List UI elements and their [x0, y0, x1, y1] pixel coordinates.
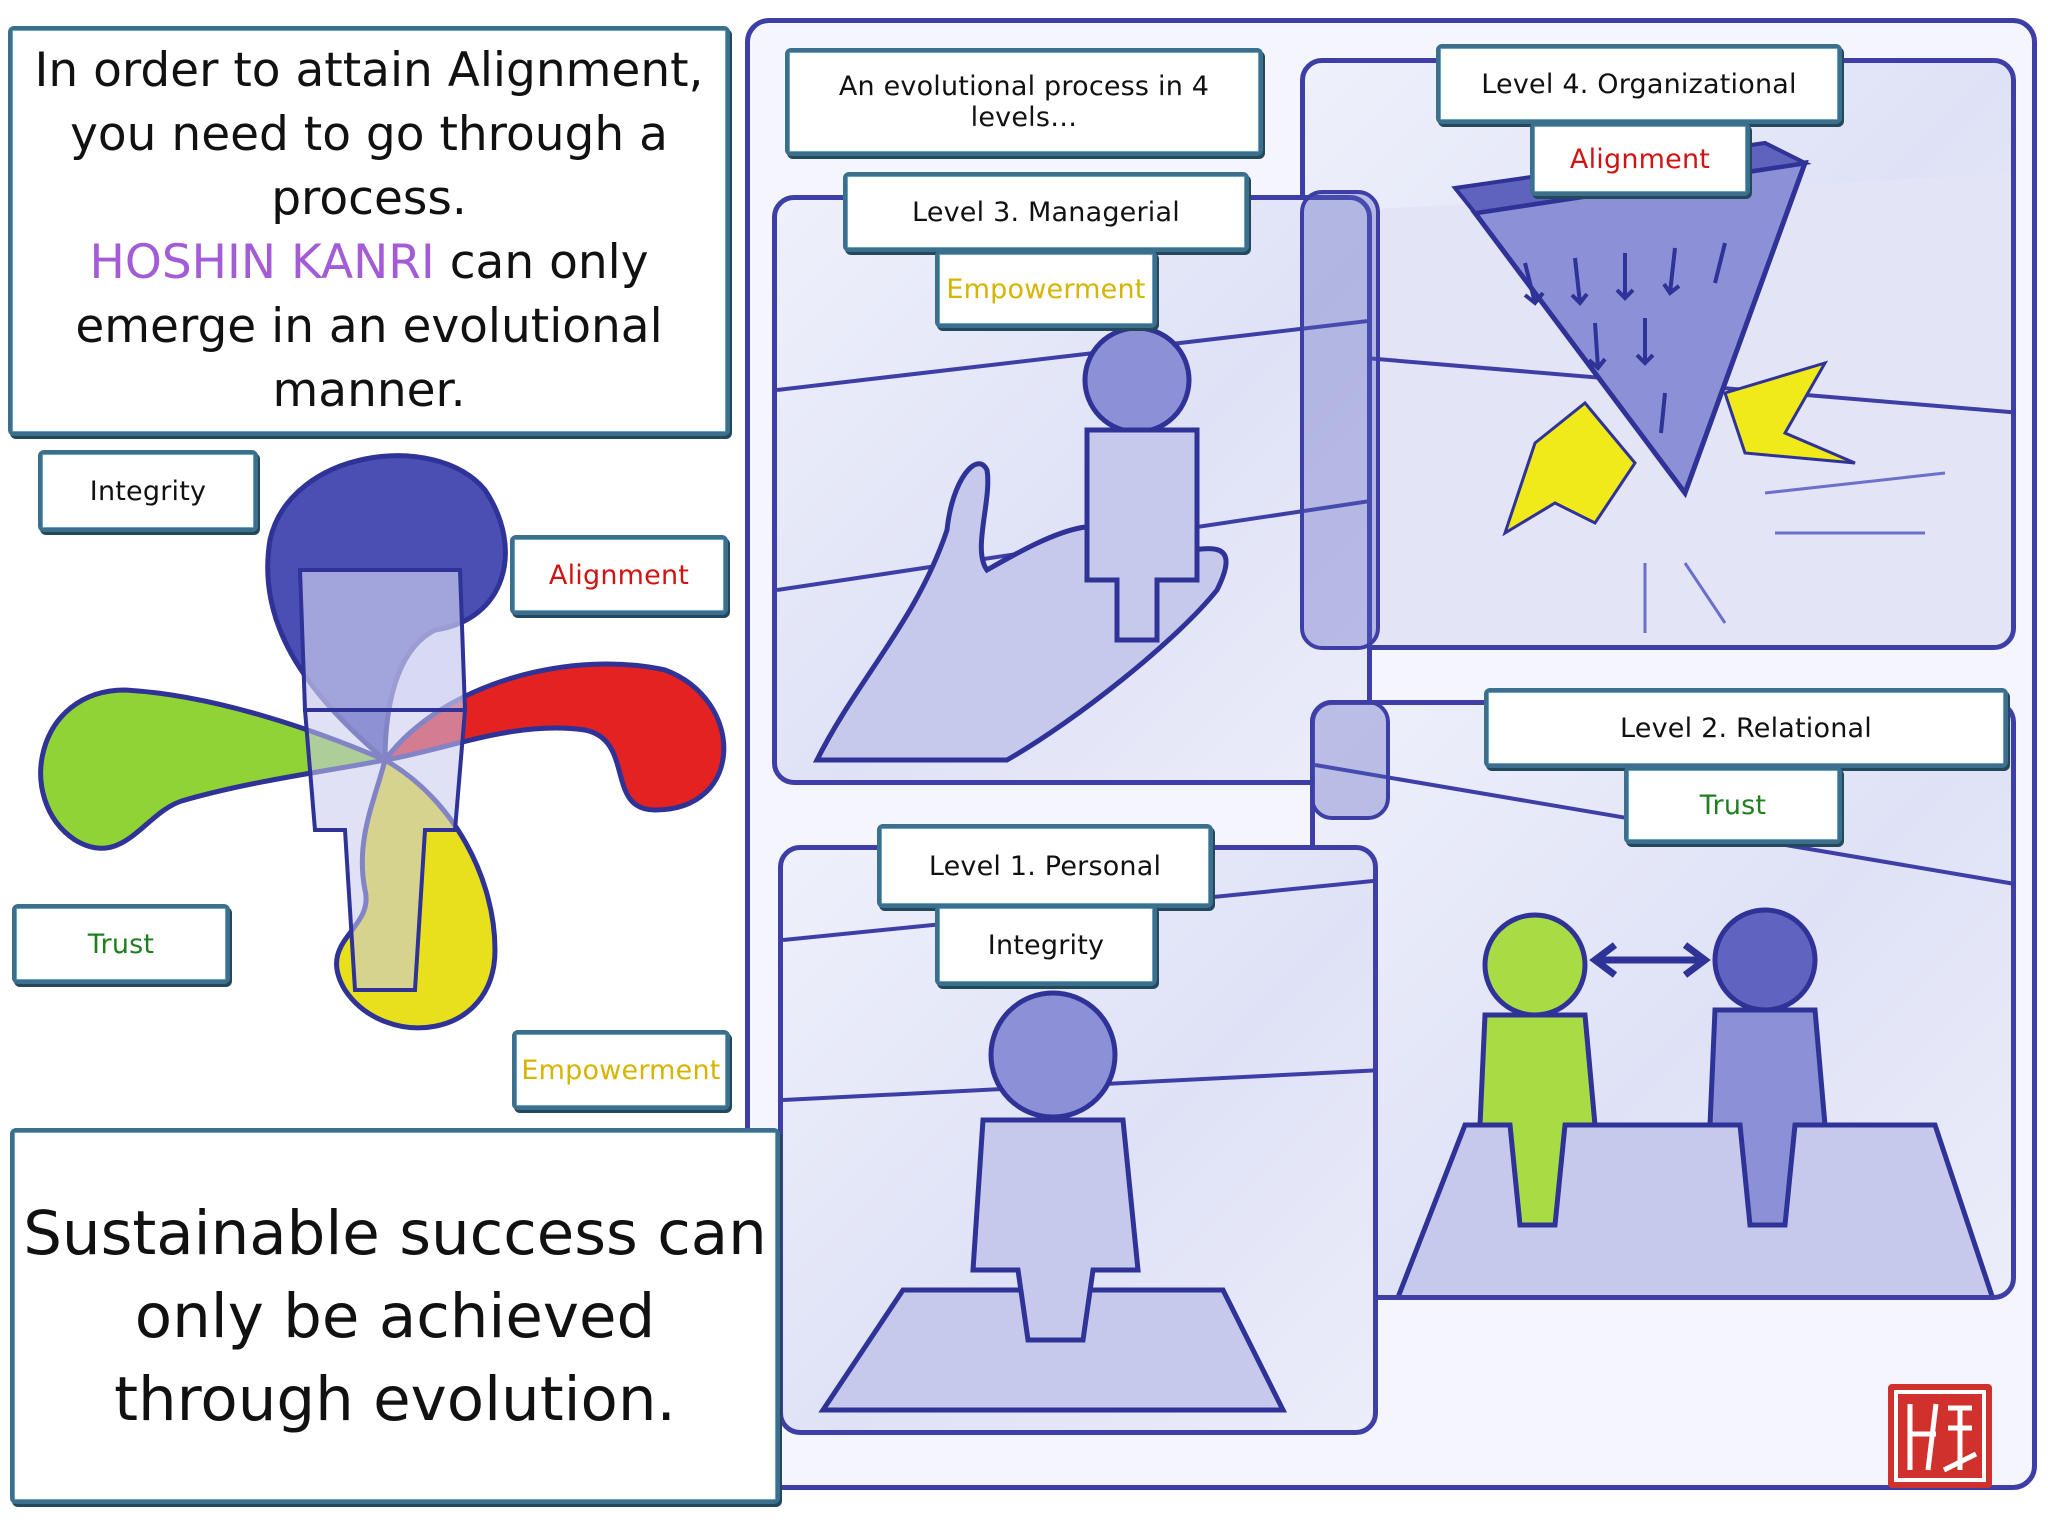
seal-stamp — [1888, 1384, 1992, 1488]
level1-title: Level 1. Personal — [877, 824, 1213, 908]
level3-illustration — [777, 319, 1367, 763]
inward-arrows — [1643, 471, 1946, 633]
level3-title: Level 3. Managerial — [843, 172, 1249, 252]
level2-value: Trust — [1624, 766, 1842, 844]
intro-line-6: manner. — [272, 363, 466, 418]
intro-line-5: emerge in an evolutional — [75, 299, 663, 354]
intro-box: In order to attain Alignment, you need t… — [8, 26, 730, 436]
wheel-label-alignment: Alignment — [510, 535, 728, 615]
process-caption: An evolutional process in 4 levels… — [785, 48, 1263, 156]
wheel-label-empowerment: Empowerment — [512, 1030, 730, 1110]
level1-value: Integrity — [935, 904, 1157, 986]
conclusion-line-2: only be achieved — [134, 1280, 656, 1352]
seal-glyph — [1894, 1390, 1986, 1482]
band-top — [1300, 190, 1380, 650]
level2-illustration — [1315, 763, 2011, 1295]
level3-value: Empowerment — [935, 250, 1157, 328]
conclusion-box: Sustainable success can only be achieved… — [10, 1128, 780, 1504]
evolution-wheel — [38, 453, 727, 1031]
level2-title: Level 2. Relational — [1484, 688, 2008, 768]
level4-title: Level 4. Organizational — [1436, 44, 1842, 124]
wheel-label-trust: Trust — [12, 904, 230, 984]
intro-line-3: process. — [271, 171, 467, 226]
hoshin-kanri-term: HOSHIN KANRI — [89, 235, 435, 290]
conclusion-line-1: Sustainable success can — [23, 1197, 767, 1269]
intro-line-4-rest: can only — [434, 235, 649, 290]
level1-illustration — [783, 878, 1373, 1413]
down-arrows — [1523, 242, 1727, 434]
intro-line-2: you need to go through a — [70, 107, 668, 162]
intro-line-1: In order to attain Alignment, — [34, 43, 704, 98]
band-middle — [1310, 700, 1390, 820]
conclusion-line-3: through evolution. — [114, 1363, 676, 1435]
level4-value: Alignment — [1530, 122, 1750, 196]
wheel-label-integrity: Integrity — [38, 450, 258, 532]
intro-line-4: HOSHIN KANRI can only — [89, 231, 648, 295]
